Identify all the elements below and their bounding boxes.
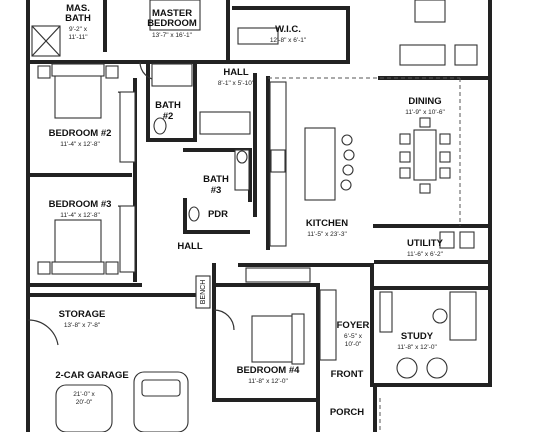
storage-dim: 13'-8" x 7'-8" xyxy=(64,322,101,329)
pdr-toilet xyxy=(188,206,200,222)
study-armchair-left xyxy=(396,357,418,379)
bar-stool-3 xyxy=(342,164,354,176)
master-bed xyxy=(149,0,201,31)
dining-chair-5 xyxy=(439,151,451,163)
pdr-name: PDR xyxy=(208,209,228,220)
bedroom3-nightstand-right xyxy=(105,261,119,275)
bedroom3-headboard xyxy=(51,261,105,275)
hall-vanity xyxy=(199,111,251,135)
bedroom-3-name: BEDROOM #3 xyxy=(49,199,112,210)
bedroom3-nightstand-left xyxy=(37,261,51,275)
wic-name: W.I.C. xyxy=(275,24,301,35)
bedroom-2-dim: 11'-4" x 12'-8" xyxy=(60,141,100,148)
bedroom4-door-swing xyxy=(213,309,235,331)
bedroom3-closet xyxy=(119,205,136,273)
bedroom2-headboard xyxy=(51,63,105,77)
dining-chair-3 xyxy=(399,167,411,179)
study-name: STUDY xyxy=(401,331,434,342)
bar-stool-4 xyxy=(340,179,352,191)
dining-chair-end-top xyxy=(419,117,431,128)
utility-washer xyxy=(439,231,455,249)
hall-bench xyxy=(195,275,211,309)
bedroom4-headboard xyxy=(291,313,305,365)
living-tv-console xyxy=(414,0,446,23)
dining-chair-2 xyxy=(399,151,411,163)
study-armchair-right xyxy=(426,357,448,379)
bath3-walls xyxy=(183,148,252,202)
kitchen-name: KITCHEN xyxy=(306,218,348,229)
study-chair xyxy=(432,308,448,324)
dining-dim: 11'-9" x 10'-6" xyxy=(405,109,445,116)
garage-car-right-window xyxy=(141,379,181,397)
fixtures xyxy=(31,0,478,432)
exterior-wall-front xyxy=(373,383,492,432)
pdr-walls xyxy=(183,198,250,234)
master-bedroom-dim: 13'-7" x 16'-1" xyxy=(152,32,193,39)
dining-table xyxy=(413,129,437,181)
hall-lower-name: HALL xyxy=(177,241,203,252)
storage-name: STORAGE xyxy=(59,309,106,320)
dining-chair-6 xyxy=(439,167,451,179)
mas-bath-name: MAS.BATH xyxy=(65,3,91,24)
bedroom4-closet xyxy=(245,267,311,283)
hall-upper-name: HALL xyxy=(223,67,249,78)
living-sofa xyxy=(399,44,446,66)
bedroom2-nightstand-right xyxy=(105,65,119,79)
walls xyxy=(26,0,492,432)
dining-chair-4 xyxy=(439,133,451,145)
master-dresser xyxy=(237,27,279,45)
bath3-toilet xyxy=(236,150,248,164)
garage-car-left xyxy=(55,384,113,432)
bedroom-4-name: BEDROOM #4 xyxy=(237,365,301,376)
study-desk xyxy=(449,291,477,341)
garage-door-swing xyxy=(27,319,59,346)
living-chair xyxy=(454,44,478,66)
dining-chair-1 xyxy=(399,133,411,145)
wic-dim: 12'-8" x 6'-1" xyxy=(270,37,307,44)
bench-label: BENCH xyxy=(200,280,207,305)
bedroom2-closet xyxy=(119,91,136,163)
bedroom-4-dim: 11'-8" x 12'-0" xyxy=(248,378,288,385)
bath-2-name: BATH#2 xyxy=(155,100,181,122)
bedroom2-nightstand-left xyxy=(37,65,51,79)
dining-chair-end-bottom xyxy=(419,183,431,194)
kitchen-range xyxy=(270,149,286,173)
hall-upper-dim: 8'-1" x 5'-10" xyxy=(218,80,255,87)
utility-walls xyxy=(373,224,492,264)
bath-3-name: BATH#3 xyxy=(203,174,229,196)
bar-stool-1 xyxy=(341,134,353,146)
bath2-tub xyxy=(151,63,193,87)
garage-name: 2-CAR GARAGE xyxy=(55,370,128,381)
utility-name: UTILITY xyxy=(407,238,444,249)
study-bookshelf xyxy=(379,291,393,333)
foyer-name: FOYER xyxy=(337,320,370,331)
bath2-walls xyxy=(146,60,197,142)
shower-diag-b xyxy=(31,25,61,57)
utility-dim: 11'-6" x 6'-2" xyxy=(407,251,444,258)
dining-name: DINING xyxy=(408,96,441,107)
bar-stool-2 xyxy=(343,149,355,161)
bath2-toilet xyxy=(153,117,167,135)
wic-walls xyxy=(226,6,350,64)
bedroom-2-name: BEDROOM #2 xyxy=(49,128,112,139)
kitchen-dim: 11'-5" x 23'-3" xyxy=(307,231,347,238)
study-dim: 11'-8" x 12'-0" xyxy=(397,344,437,351)
utility-dryer xyxy=(459,231,475,249)
foyer-coat-closet xyxy=(319,289,337,361)
bedroom-3-dim: 11'-4" x 12'-8" xyxy=(60,212,100,219)
kitchen-island xyxy=(304,127,336,201)
